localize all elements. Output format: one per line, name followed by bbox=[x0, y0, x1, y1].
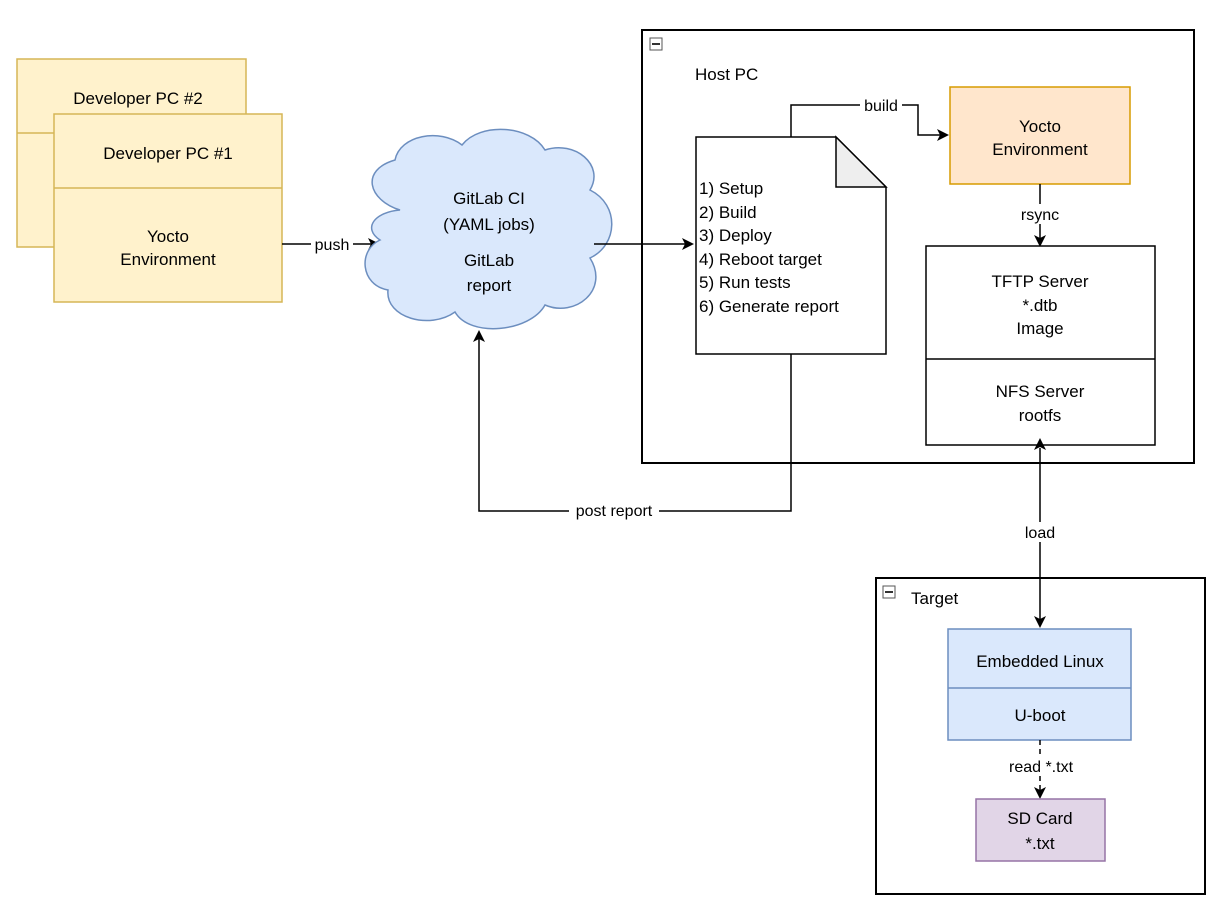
build-edge: build bbox=[790, 95, 949, 141]
nfs-server-line2: rootfs bbox=[1019, 406, 1062, 425]
developer-pc-1-card[interactable]: Developer PC #1 Yocto Environment bbox=[53, 113, 283, 303]
target-title: Target bbox=[911, 589, 959, 608]
read-txt-label: read *.txt bbox=[1009, 759, 1074, 776]
embedded-stack[interactable]: Embedded Linux U-boot bbox=[947, 628, 1132, 741]
developer-pc-1-yocto-line1: Yocto bbox=[147, 227, 189, 246]
sd-card-line2: *.txt bbox=[1025, 834, 1055, 853]
push-label: push bbox=[315, 237, 350, 254]
host-yocto-environment[interactable]: Yocto Environment bbox=[949, 86, 1131, 185]
step-2: 2) Build bbox=[699, 203, 757, 222]
step-4: 4) Reboot target bbox=[699, 250, 822, 269]
host-pc-container[interactable]: Host PC bbox=[641, 29, 1195, 464]
tftp-server-line1: TFTP Server bbox=[992, 272, 1089, 291]
sd-card-line1: SD Card bbox=[1007, 809, 1072, 828]
host-pc-collapse-icon[interactable] bbox=[649, 37, 663, 51]
rsync-label: rsync bbox=[1021, 207, 1059, 224]
gitlab-report-line2: report bbox=[467, 276, 512, 295]
target-collapse-icon[interactable] bbox=[882, 585, 896, 599]
server-stack[interactable]: TFTP Server *.dtb Image NFS Server rootf… bbox=[925, 245, 1156, 446]
read-txt-edge: read *.txt bbox=[1004, 740, 1078, 799]
uboot-label: U-boot bbox=[1014, 706, 1065, 725]
host-pc-title: Host PC bbox=[695, 65, 758, 84]
gitlab-cloud[interactable]: GitLab CI (YAML jobs) GitLab report bbox=[364, 128, 613, 330]
load-edge: load bbox=[1020, 438, 1060, 628]
target-container[interactable]: Target bbox=[875, 577, 1206, 895]
developer-pc-1-yocto-line2: Environment bbox=[120, 250, 216, 269]
pipeline-steps-document[interactable]: 1) Setup 2) Build 3) Deploy 4) Reboot ta… bbox=[695, 135, 888, 355]
step-1: 1) Setup bbox=[699, 179, 763, 198]
tftp-server-line3: Image bbox=[1016, 319, 1063, 338]
load-label: load bbox=[1025, 525, 1055, 542]
gitlab-ci-line1: GitLab CI bbox=[453, 189, 525, 208]
gitlab-report-line1: GitLab bbox=[464, 251, 514, 270]
developer-pc-2-title: Developer PC #2 bbox=[73, 89, 202, 108]
step-3: 3) Deploy bbox=[699, 226, 772, 245]
build-label: build bbox=[864, 98, 898, 115]
sd-card[interactable]: SD Card *.txt bbox=[975, 798, 1106, 862]
rsync-edge: rsync bbox=[1016, 184, 1064, 247]
host-yocto-line1: Yocto bbox=[1019, 117, 1061, 136]
post-report-label: post report bbox=[576, 503, 653, 520]
embedded-linux-label: Embedded Linux bbox=[976, 652, 1104, 671]
tftp-server-line2: *.dtb bbox=[1023, 296, 1058, 315]
host-yocto-line2: Environment bbox=[992, 140, 1088, 159]
nfs-server-line1: NFS Server bbox=[996, 382, 1085, 401]
step-6: 6) Generate report bbox=[699, 297, 839, 316]
developer-pc-1-title: Developer PC #1 bbox=[103, 144, 232, 163]
post-report-edge: post report bbox=[473, 330, 792, 520]
push-edge: push bbox=[282, 234, 380, 254]
gitlab-ci-line2: (YAML jobs) bbox=[443, 215, 535, 234]
step-5: 5) Run tests bbox=[699, 273, 791, 292]
